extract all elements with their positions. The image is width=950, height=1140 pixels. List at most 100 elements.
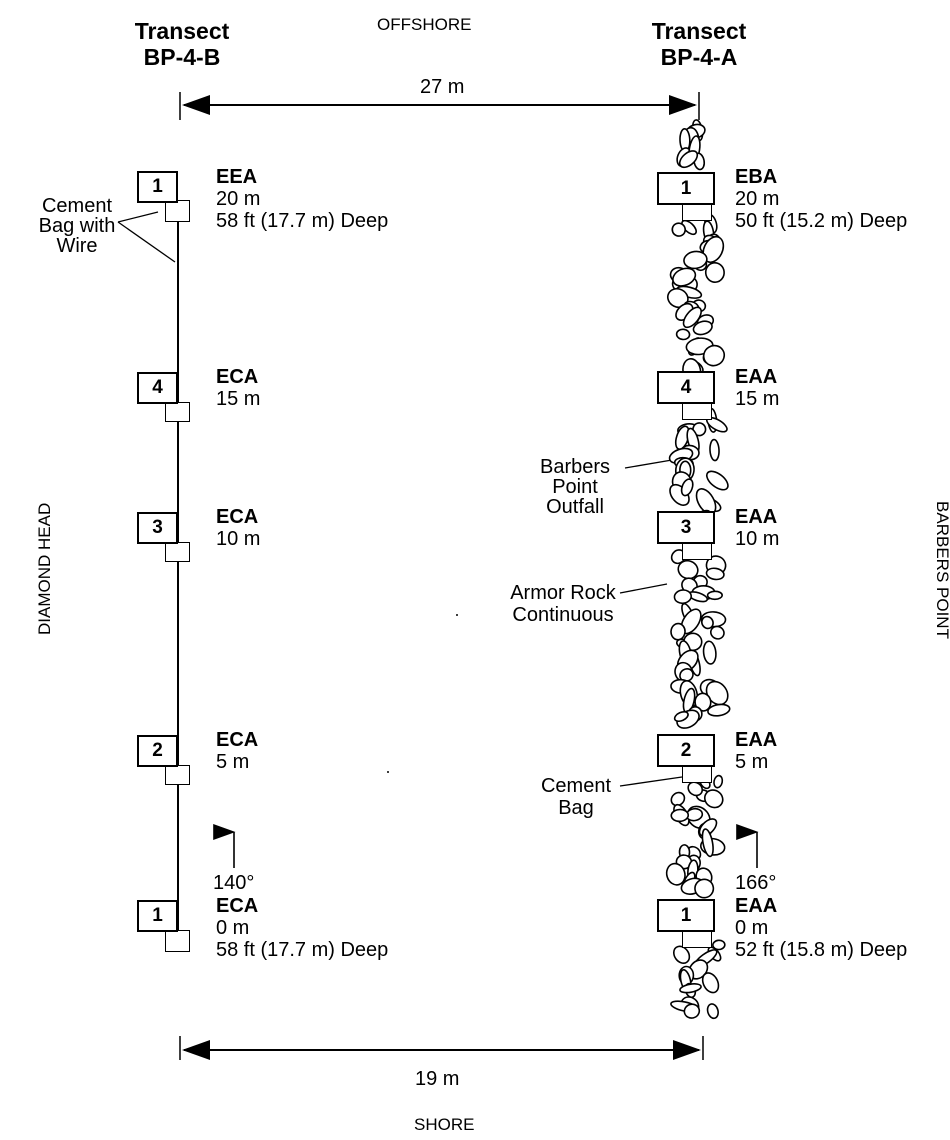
armor-rock [672,945,691,964]
armor-rock [677,559,699,580]
armor-rock [701,828,714,858]
station-tab [682,542,712,560]
annotation-line: Barbers [539,456,611,478]
station-info: EAA 5 m [735,729,777,773]
armor-rock [706,470,729,491]
station-number-box: 3 [137,512,178,544]
station-info: ECA 5 m [216,729,258,773]
bearing-b-label: 140° [213,872,255,894]
outfall-label: Barbers Point Outfall [530,457,620,517]
station-code: EAA [735,729,778,751]
offshore-label: OFFSHORE [377,15,472,34]
diamond-head-label: DIAMOND HEAD [35,502,54,635]
station-distance: 5 m [216,751,250,773]
armor-rock [701,972,720,994]
station-info: EBA 20 m 50 ft (15.2 m) Deep [735,166,907,232]
armor-rock [670,808,690,823]
station-info: EAA 15 m [735,366,779,410]
armor-rock [706,1003,719,1020]
station-info: EAA 10 m [735,506,779,550]
station-tab [682,203,712,221]
armor-rock [703,789,724,809]
cement-wire-pointer-2 [117,221,176,263]
armor-rock [694,878,715,899]
station-distance: 10 m [216,528,261,550]
station-number-box: 4 [137,372,178,404]
armor-rock [678,150,699,169]
station-distance: 20 m [735,188,780,210]
transect-a-title-line2: BP-4-A [660,44,738,70]
scan-dot [456,614,458,616]
bearing-a-label: 166° [735,872,777,894]
armor-rock [670,622,686,641]
station-depth: 58 ft (17.7 m) Deep [216,939,389,961]
station-distance: 0 m [216,917,250,939]
armor-rock [710,625,725,640]
station-code: EAA [735,506,778,528]
armor-rock [681,219,697,236]
station-code: EAA [735,366,778,388]
station-info: ECA 15 m [216,366,260,410]
annotation-line: Bag with [38,215,116,237]
station-code: ECA [216,506,259,528]
armor-rock [712,939,726,951]
station-code: ECA [216,729,259,751]
transect-b-title-line1: Transect [134,18,230,44]
armor-rock [706,590,723,601]
station-info: ECA 10 m [216,506,260,550]
armor-rock [671,222,687,237]
station-distance: 10 m [735,528,780,550]
annotation-line: Bag [558,797,594,819]
station-code: ECA [216,366,259,388]
station-depth: 52 ft (15.8 m) Deep [735,939,908,961]
armor-rock [705,567,725,581]
station-depth: 50 ft (15.2 m) Deep [735,210,908,232]
armor-rock [702,640,717,665]
armor-rock [675,328,691,341]
station-number-box: 1 [137,171,178,203]
station-number-box: 4 [657,371,715,404]
transect-b-title: Transect BP-4-B [97,18,267,70]
armor-rock [702,344,726,367]
station-tab [682,402,712,420]
station-code: ECA [216,895,259,917]
outfall-pointer [624,459,673,469]
annotation-line: Outfall [546,496,604,518]
station-code: EEA [216,166,258,188]
station-distance: 15 m [216,388,261,410]
transect-a-title: Transect BP-4-A [614,18,784,70]
station-code: EBA [735,166,778,188]
armor-rock [673,710,689,723]
armor-rock [683,250,708,270]
armor-rock-label: Armor Rock Continuous [504,582,622,626]
station-code: EAA [735,895,778,917]
cement-bag-pointer [619,776,683,787]
station-number-box: 1 [657,899,715,932]
armor-rock [709,438,720,462]
armor-rock [707,703,731,717]
armor-rock [672,267,697,287]
armor-rock [683,1003,701,1019]
armor-rock [680,478,694,497]
shore-label: SHORE [414,1115,475,1134]
station-tab [165,402,190,422]
armor-rock [673,589,693,605]
station-distance: 20 m [216,188,261,210]
station-tab [682,930,712,948]
cement-bag-wire-label: Cement Bag with Wire [22,196,132,256]
armor-rock [704,261,725,283]
annotation-line: Wire [56,235,98,257]
station-depth: 58 ft (17.7 m) Deep [216,210,389,232]
station-number-box: 2 [657,734,715,767]
armor-rock [700,615,714,630]
armor-rock-column [665,119,731,1020]
station-tab [165,542,190,562]
station-distance: 5 m [735,751,769,773]
armor-rock [670,791,686,807]
station-distance: 15 m [735,388,780,410]
station-tab [165,200,190,222]
armor-rock [713,774,724,789]
station-number-box: 1 [657,172,715,205]
top-dimension-label: 27 m [420,76,465,98]
